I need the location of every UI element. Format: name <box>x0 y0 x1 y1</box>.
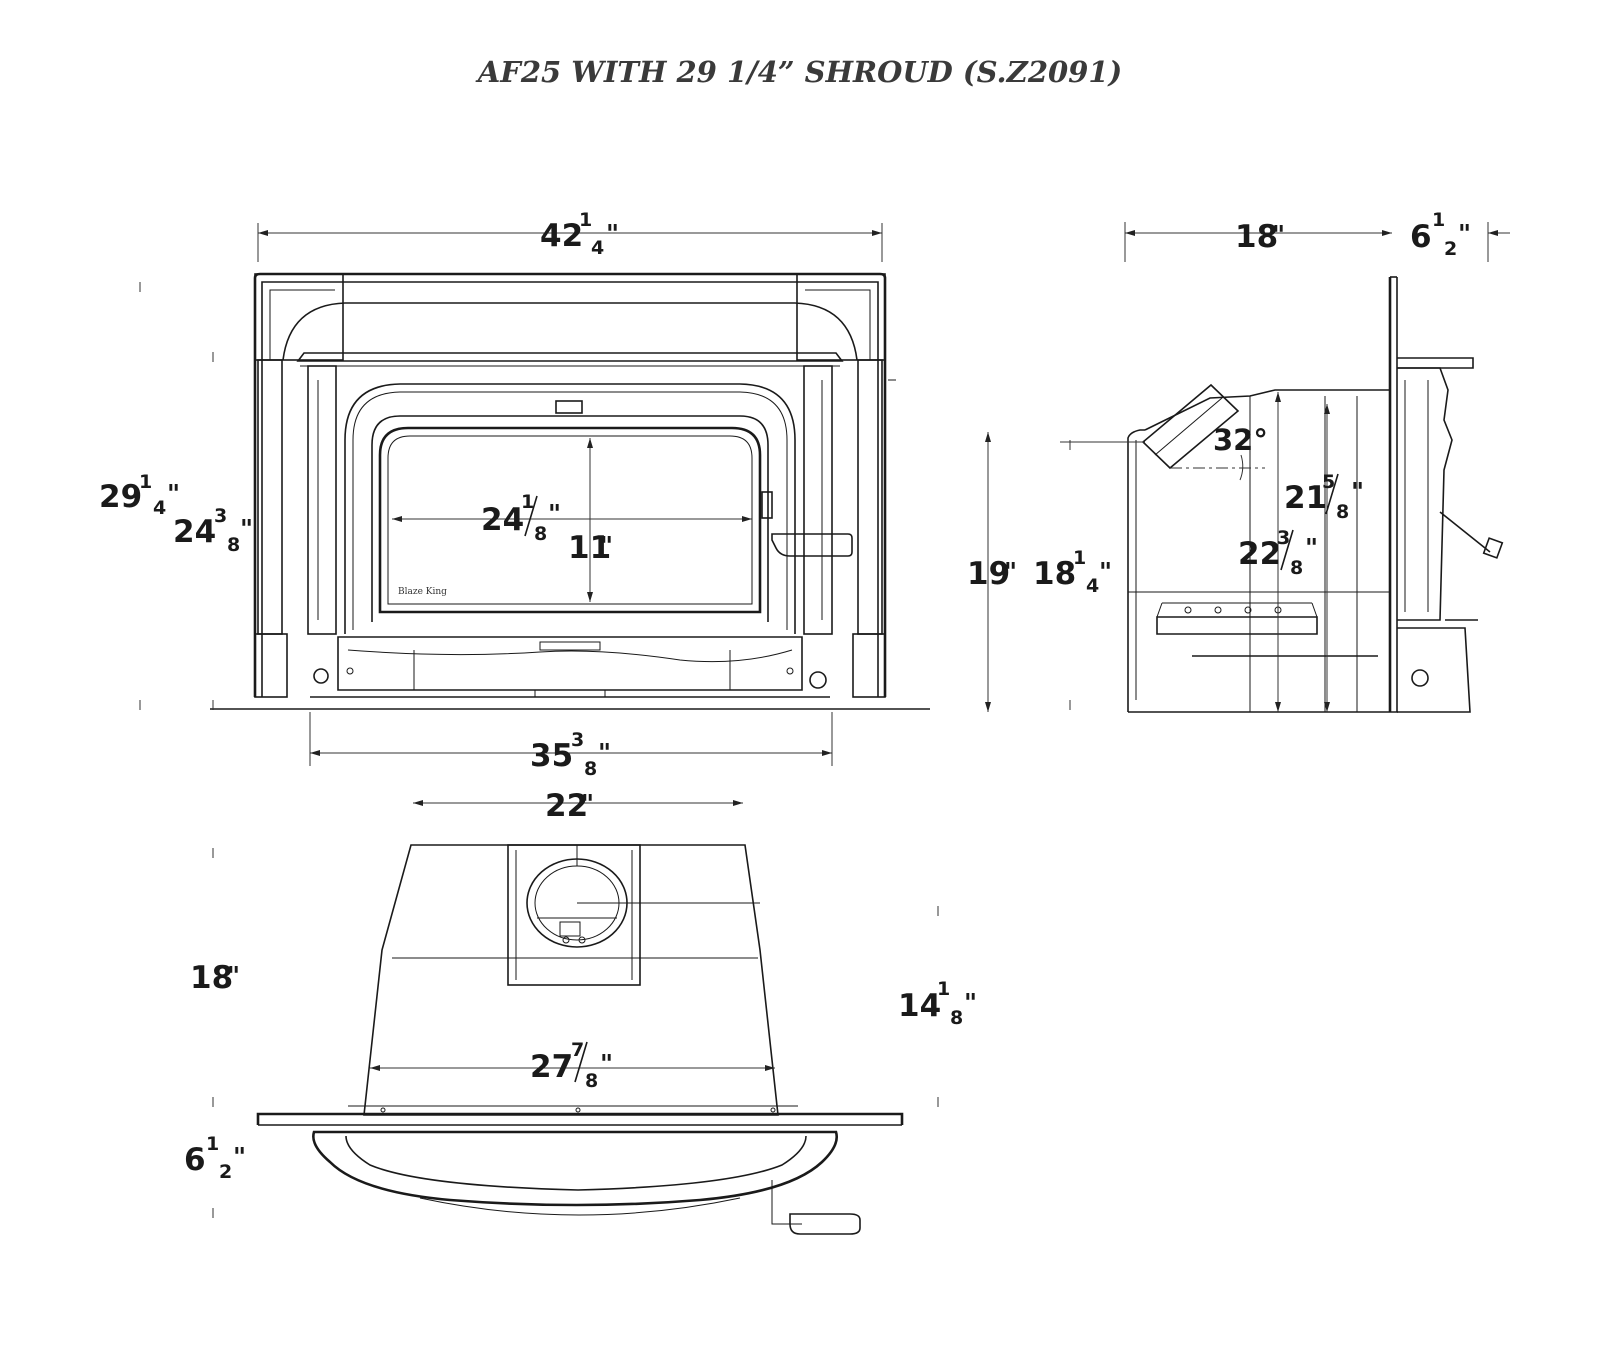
dim-whole: 11 <box>568 530 611 566</box>
dim-numerator: 1 <box>937 978 950 1000</box>
dim-denominator: 4 <box>153 497 166 519</box>
dim-whole: 21 <box>1284 480 1327 516</box>
dim-unit: " <box>227 961 240 990</box>
dim-whole: 42 <box>540 218 583 254</box>
dim-label-inner-height: 24 3 8 " <box>173 505 253 556</box>
dim-numerator: 1 <box>1073 547 1086 569</box>
top-view <box>256 844 904 1235</box>
dim-unit: " <box>1305 533 1318 562</box>
front-dimensions <box>139 223 883 766</box>
dim-denominator: 4 <box>591 237 604 259</box>
dim-numerator: 1 <box>579 209 592 231</box>
dim-label-top-depth: 18 " <box>190 960 240 996</box>
dim-label-side-depth: 18 " <box>1235 219 1285 255</box>
top-dimensions <box>212 800 939 1218</box>
dim-whole: 19 <box>967 556 1010 592</box>
dim-whole: 18 <box>190 960 233 996</box>
dim-whole: 14 <box>898 988 941 1024</box>
dim-numerator: 3 <box>571 729 584 751</box>
side-view <box>1127 276 1504 713</box>
dim-label-front-width: 27 7 8 " <box>530 1039 613 1092</box>
dim-label-total-height: 19 " <box>967 556 1017 592</box>
dim-unit: " <box>1099 557 1112 586</box>
dim-denominator: 8 <box>584 758 597 780</box>
dim-unit: " <box>1004 557 1017 586</box>
dim-label-flue-height-b: 22 3 8 " <box>1238 527 1318 579</box>
dim-label-overall-height: 29 1 4 " <box>99 471 180 519</box>
dim-whole: 35 <box>530 738 573 774</box>
dim-whole: 18 <box>1033 556 1076 592</box>
dim-denominator: 4 <box>1086 575 1099 597</box>
dim-unit: " <box>548 499 561 528</box>
page-title: AF25 WITH 29 1/4” SHROUD (S.Z2091) <box>477 55 1123 89</box>
dim-label-body-height: 18 1 4 " <box>1033 547 1112 597</box>
dim-denominator: 8 <box>534 523 547 545</box>
dim-whole: 24 <box>481 502 524 538</box>
dim-unit: " <box>964 988 977 1017</box>
dim-whole: 22 <box>545 788 588 824</box>
dim-denominator: 8 <box>227 534 240 556</box>
side-dimensions <box>985 222 1510 712</box>
dim-unit: " <box>1458 219 1471 248</box>
dim-denominator: 8 <box>950 1007 963 1029</box>
dim-whole: 29 <box>99 479 142 515</box>
dim-unit: " <box>240 514 253 543</box>
dim-unit: " <box>233 1142 246 1171</box>
dim-label-insert-width: 35 3 8 " <box>530 729 611 780</box>
dim-whole: 6 <box>184 1142 206 1178</box>
dim-whole: 6 <box>1410 219 1432 255</box>
dim-label-glass-height: 11 " <box>568 530 613 566</box>
dim-label-rear-width: 22 " <box>545 788 594 824</box>
dim-whole: 18 <box>1235 219 1278 255</box>
dim-denominator: 8 <box>1290 557 1303 579</box>
angle-value: 32° <box>1213 423 1268 457</box>
dim-numerator: 1 <box>139 471 152 493</box>
dim-numerator: 5 <box>1322 471 1335 493</box>
dim-unit: " <box>600 1049 613 1078</box>
dim-unit: " <box>606 219 619 248</box>
brand-logo: Blaze King <box>398 587 447 597</box>
front-view: Blaze King <box>210 272 930 710</box>
dim-unit: " <box>581 789 594 818</box>
dim-label-flue-height-a: 21 5 8 " <box>1284 471 1364 523</box>
dim-numerator: 7 <box>571 1039 584 1061</box>
dim-label-glass-width: 24 1 8 " <box>481 491 561 545</box>
dim-whole: 24 <box>173 514 216 550</box>
dim-whole: 22 <box>1238 536 1281 572</box>
dim-numerator: 3 <box>1277 527 1290 549</box>
dim-unit: " <box>1351 477 1364 506</box>
dim-label-flue-angle: 32° <box>1213 423 1268 457</box>
dim-unit: " <box>600 531 613 560</box>
dim-unit: " <box>167 479 180 508</box>
dim-numerator: 1 <box>1432 209 1445 231</box>
dim-label-side-depth-top: 14 1 8 " <box>898 978 977 1029</box>
dim-unit: " <box>1272 220 1285 249</box>
dim-numerator: 1 <box>521 491 534 513</box>
dim-unit: " <box>598 738 611 767</box>
dim-denominator: 2 <box>1444 238 1457 260</box>
dim-whole: 27 <box>530 1049 573 1085</box>
dim-numerator: 3 <box>214 505 227 527</box>
dim-denominator: 8 <box>1336 501 1349 523</box>
dim-denominator: 8 <box>585 1070 598 1092</box>
dim-label-overall-width: 42 1 4 " <box>540 209 619 259</box>
dim-denominator: 2 <box>219 1161 232 1183</box>
dim-numerator: 1 <box>206 1133 219 1155</box>
dim-label-shroud-projection: 6 1 2 " <box>1410 209 1471 260</box>
dim-label-front-projection: 6 1 2 " <box>184 1133 246 1183</box>
